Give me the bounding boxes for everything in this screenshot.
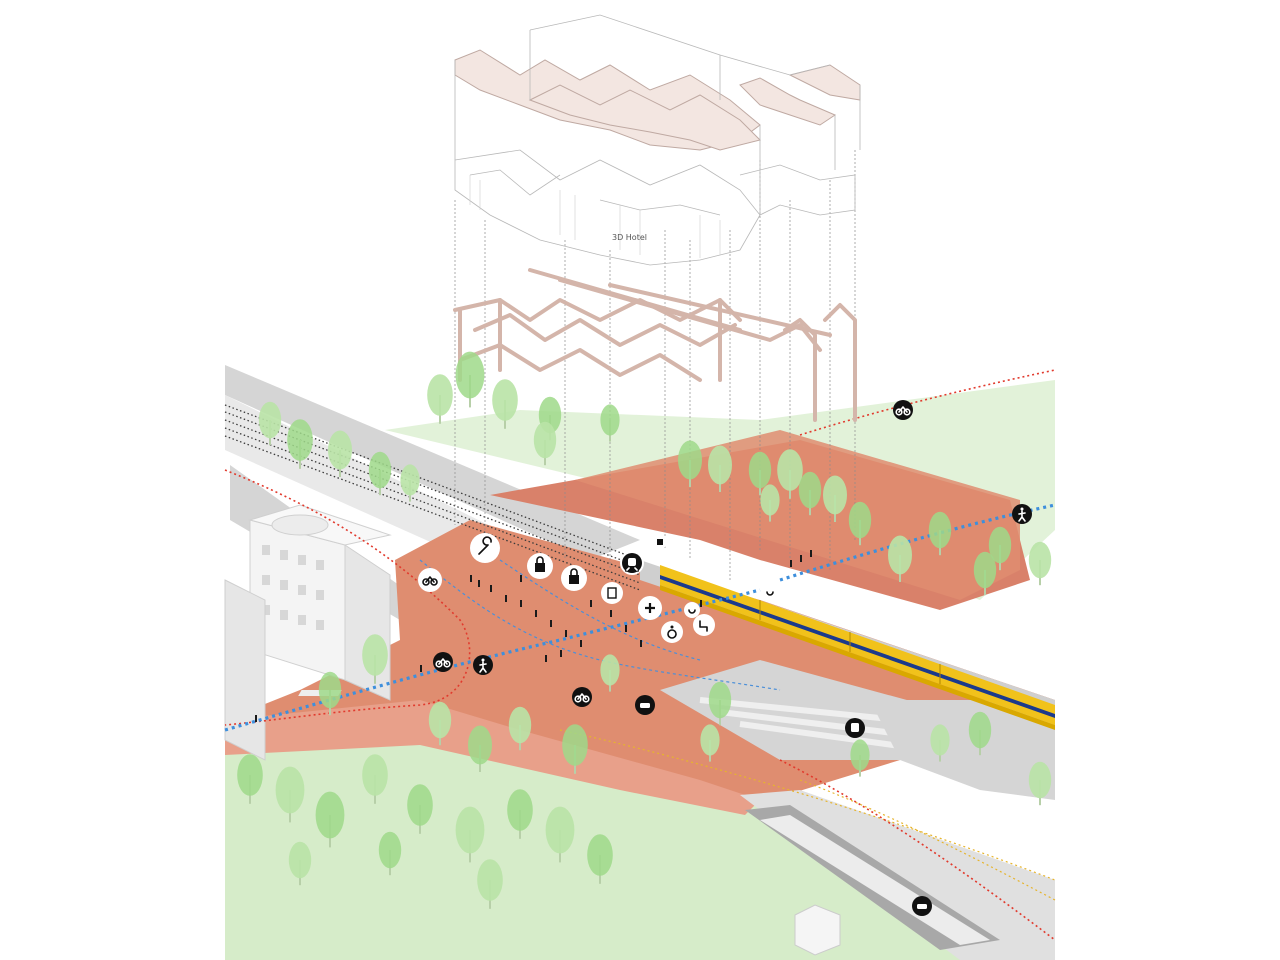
- tree-canopy: [823, 475, 847, 515]
- parking-icon: [762, 584, 778, 600]
- tree-canopy: [708, 681, 732, 719]
- train: [660, 565, 1055, 730]
- tunnel-entrance-structure: [794, 904, 841, 956]
- wheelchair-icon: [661, 621, 683, 643]
- tree-canopy: [288, 841, 312, 879]
- tree-canopy: [748, 451, 772, 489]
- tree-canopy: [508, 706, 532, 744]
- tree-canopy: [850, 739, 870, 771]
- information-icon: [638, 596, 662, 620]
- tree-canopy: [507, 789, 533, 831]
- tree-canopy: [968, 711, 992, 749]
- tree-canopy: [455, 806, 485, 854]
- car-park-icon: [635, 695, 655, 715]
- tree-canopy: [777, 449, 803, 491]
- tree-canopy: [587, 834, 613, 876]
- tree-canopy: [600, 654, 620, 686]
- service-icons: [418, 533, 778, 643]
- tree-canopy: [368, 451, 392, 489]
- tree-canopy: [700, 724, 720, 756]
- tree-canopy: [708, 445, 732, 485]
- tree-canopy: [275, 766, 305, 814]
- tree-canopy: [600, 404, 620, 436]
- tree-canopy: [973, 551, 997, 589]
- trees: [237, 351, 1052, 909]
- tree-canopy: [407, 784, 433, 826]
- ticket-machine-icon: [601, 582, 623, 604]
- bicycle-rental-icon: [418, 568, 442, 592]
- bicycle-icon: [572, 687, 592, 707]
- locker-icon: [684, 602, 700, 618]
- tree-canopy: [468, 725, 492, 765]
- tree-canopy: [328, 430, 352, 470]
- tree-canopy: [798, 471, 822, 509]
- tree-canopy: [477, 859, 503, 901]
- tree-canopy: [678, 440, 702, 480]
- tree-canopy: [287, 419, 313, 461]
- tree-canopy: [362, 754, 388, 796]
- tree-canopy: [428, 701, 452, 739]
- wrench-icon: [470, 533, 500, 563]
- tree-canopy: [427, 374, 453, 416]
- mobility-icons: [433, 400, 1032, 916]
- office-building: [224, 504, 392, 761]
- shopping-bag-icon: [561, 565, 587, 591]
- tree-canopy: [545, 806, 575, 854]
- pedestrian-icon: [1012, 504, 1032, 524]
- tree-canopy: [888, 535, 912, 575]
- tree-canopy: [760, 484, 780, 516]
- tree-canopy: [848, 501, 872, 539]
- tree-canopy: [533, 421, 557, 459]
- tree-canopy: [988, 526, 1012, 564]
- car-icon: [912, 896, 932, 916]
- tree-canopy: [455, 351, 485, 399]
- pedestrian-icon: [473, 655, 493, 675]
- facade-sign: 3D Hotel: [612, 233, 647, 242]
- tree-canopy: [318, 671, 342, 709]
- bus-icon: [845, 718, 865, 738]
- tree-canopy: [378, 831, 402, 869]
- coffee-icon: [653, 535, 667, 549]
- glass-facade-layer: 3D Hotel: [454, 149, 856, 266]
- tree-canopy: [928, 511, 952, 549]
- tree-canopy: [315, 791, 345, 839]
- bicycle-icon: [433, 652, 453, 672]
- pedestrians: [255, 550, 812, 722]
- tree-canopy: [1028, 761, 1052, 799]
- roof-layer: [454, 14, 861, 215]
- tree-canopy: [237, 754, 263, 796]
- shopping-bag-icon: [527, 553, 553, 579]
- tree-canopy: [362, 634, 388, 676]
- tree-canopy: [258, 401, 282, 439]
- bicycle-icon: [893, 400, 913, 420]
- waiting-seat-icon: [693, 614, 715, 636]
- tree-canopy: [492, 379, 518, 421]
- tree-canopy: [562, 724, 588, 766]
- tree-canopy: [930, 724, 950, 756]
- tree-canopy: [1028, 541, 1052, 579]
- tree-canopy: [400, 464, 420, 496]
- timber-frame-structure: [453, 268, 857, 422]
- train-icon: [622, 553, 642, 573]
